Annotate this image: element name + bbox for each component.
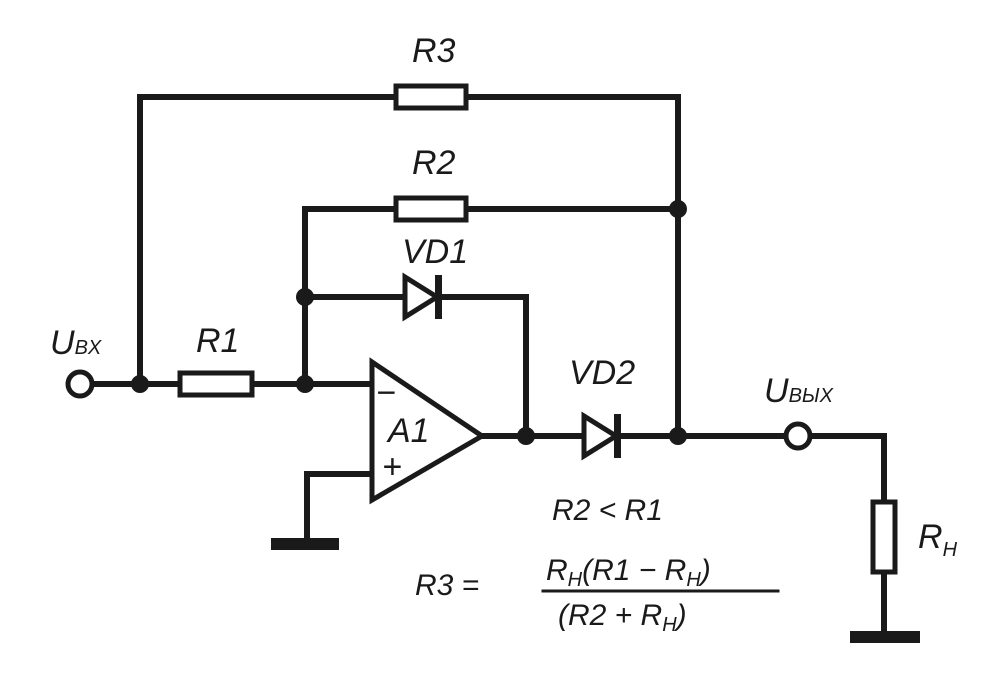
wires (89, 94, 887, 637)
wire-r3-right (463, 94, 681, 439)
wire-ground-a1 (304, 471, 375, 545)
diode-vd1 (402, 272, 442, 322)
formula-numerator: RH(R1 − RH) (546, 554, 711, 591)
formula-denominator: (R2 + RH) (558, 599, 687, 636)
junctions (131, 200, 687, 445)
resistor-r3 (393, 83, 469, 111)
resistor-r2 (393, 195, 469, 223)
wire-r2-left (302, 206, 399, 387)
junction-opamp-out (517, 427, 535, 445)
label-a1: A1 (386, 412, 430, 450)
junction-vd2-out (669, 427, 687, 445)
output-terminal (783, 421, 813, 451)
label-r3: R3 (412, 32, 456, 70)
wire-r3-left (137, 94, 399, 387)
label-plus: + (382, 448, 402, 486)
resistor-r1 (177, 370, 255, 398)
label-vd1: VD1 (402, 233, 468, 271)
wire-load (807, 433, 887, 505)
label-r1: R1 (196, 322, 239, 360)
label-rh: RH (918, 518, 958, 561)
label-u-in: UBX (50, 324, 102, 362)
wire-vd1-right (434, 294, 529, 439)
diode-vd2 (581, 411, 621, 461)
label-u-out: UBЫX (764, 372, 834, 410)
formula-r3-lhs: R3 = (415, 569, 479, 602)
input-terminal (65, 369, 95, 399)
junction-r2-r3 (669, 200, 687, 218)
junction-vd1 (296, 288, 314, 306)
label-vd2: VD2 (569, 354, 635, 392)
ground-symbol-load (850, 631, 920, 643)
formula-condition: R2 < R1 (552, 494, 663, 527)
junction-inverting (296, 375, 314, 393)
opamp-a1 (369, 357, 487, 505)
label-minus: − (376, 374, 396, 412)
resistor-rh (870, 499, 898, 575)
ground-symbol-a1 (271, 538, 339, 550)
junction-input (131, 375, 149, 393)
label-r2: R2 (412, 144, 456, 182)
